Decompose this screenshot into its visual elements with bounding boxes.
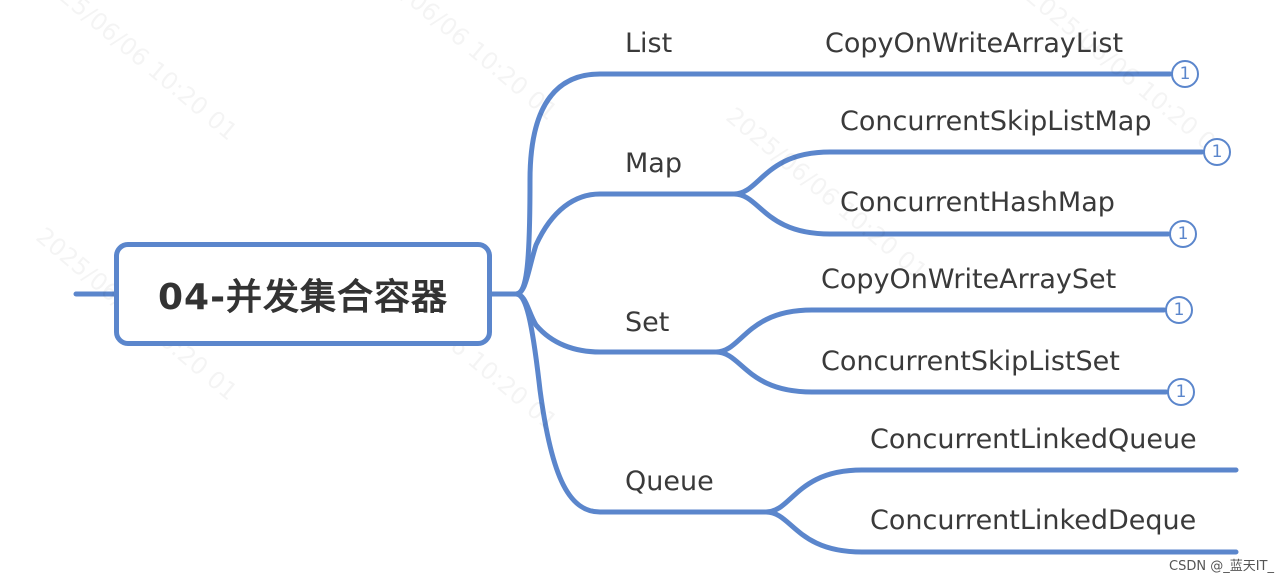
- leaf-copyonwritearraylist[interactable]: CopyOnWriteArrayList: [825, 28, 1124, 59]
- branch-root-queue: [513, 291, 769, 515]
- note-count-badge-skiplistmap[interactable]: 1: [1203, 138, 1231, 166]
- category-set-label[interactable]: Set: [625, 307, 670, 338]
- leaf-copyonwritearrayset[interactable]: CopyOnWriteArraySet: [821, 264, 1117, 295]
- branch-queue-linkedqueue: [763, 467, 1239, 515]
- branch-set-skiplistset: [713, 349, 1169, 395]
- note-count-badge-list[interactable]: 1: [1171, 60, 1199, 88]
- leaf-concurrentskiplistmap[interactable]: ConcurrentSkipListMap: [840, 106, 1152, 137]
- category-queue-label[interactable]: Queue: [625, 466, 714, 497]
- root-node[interactable]: 04-并发集合容器: [114, 242, 492, 346]
- note-count-badge-hashmap[interactable]: 1: [1169, 220, 1197, 248]
- footer-credit: CSDN @_蓝天IT_: [1169, 559, 1274, 574]
- category-map-label[interactable]: Map: [625, 148, 682, 179]
- leaf-concurrenthashmap[interactable]: ConcurrentHashMap: [840, 187, 1115, 218]
- branch-root-map: [513, 191, 737, 297]
- category-list-label[interactable]: List: [625, 28, 673, 59]
- branch-queue-linkeddeque: [763, 509, 1239, 555]
- root-label: 04-并发集合容器: [157, 277, 449, 318]
- leaf-concurrentlinkeddeque[interactable]: ConcurrentLinkedDeque: [870, 505, 1197, 536]
- branch-map-hashmap: [731, 191, 1171, 237]
- leaf-concurrentskiplistset[interactable]: ConcurrentSkipListSet: [821, 346, 1120, 377]
- note-count-badge-skiplistset[interactable]: 1: [1167, 378, 1195, 406]
- branch-map-skiplistmap: [731, 149, 1205, 197]
- leaf-concurrentlinkedqueue[interactable]: ConcurrentLinkedQueue: [870, 424, 1197, 455]
- branch-set-cowarrayset: [713, 307, 1167, 355]
- branch-root-set: [513, 291, 719, 355]
- note-count-badge-cowarrayset[interactable]: 1: [1165, 296, 1193, 324]
